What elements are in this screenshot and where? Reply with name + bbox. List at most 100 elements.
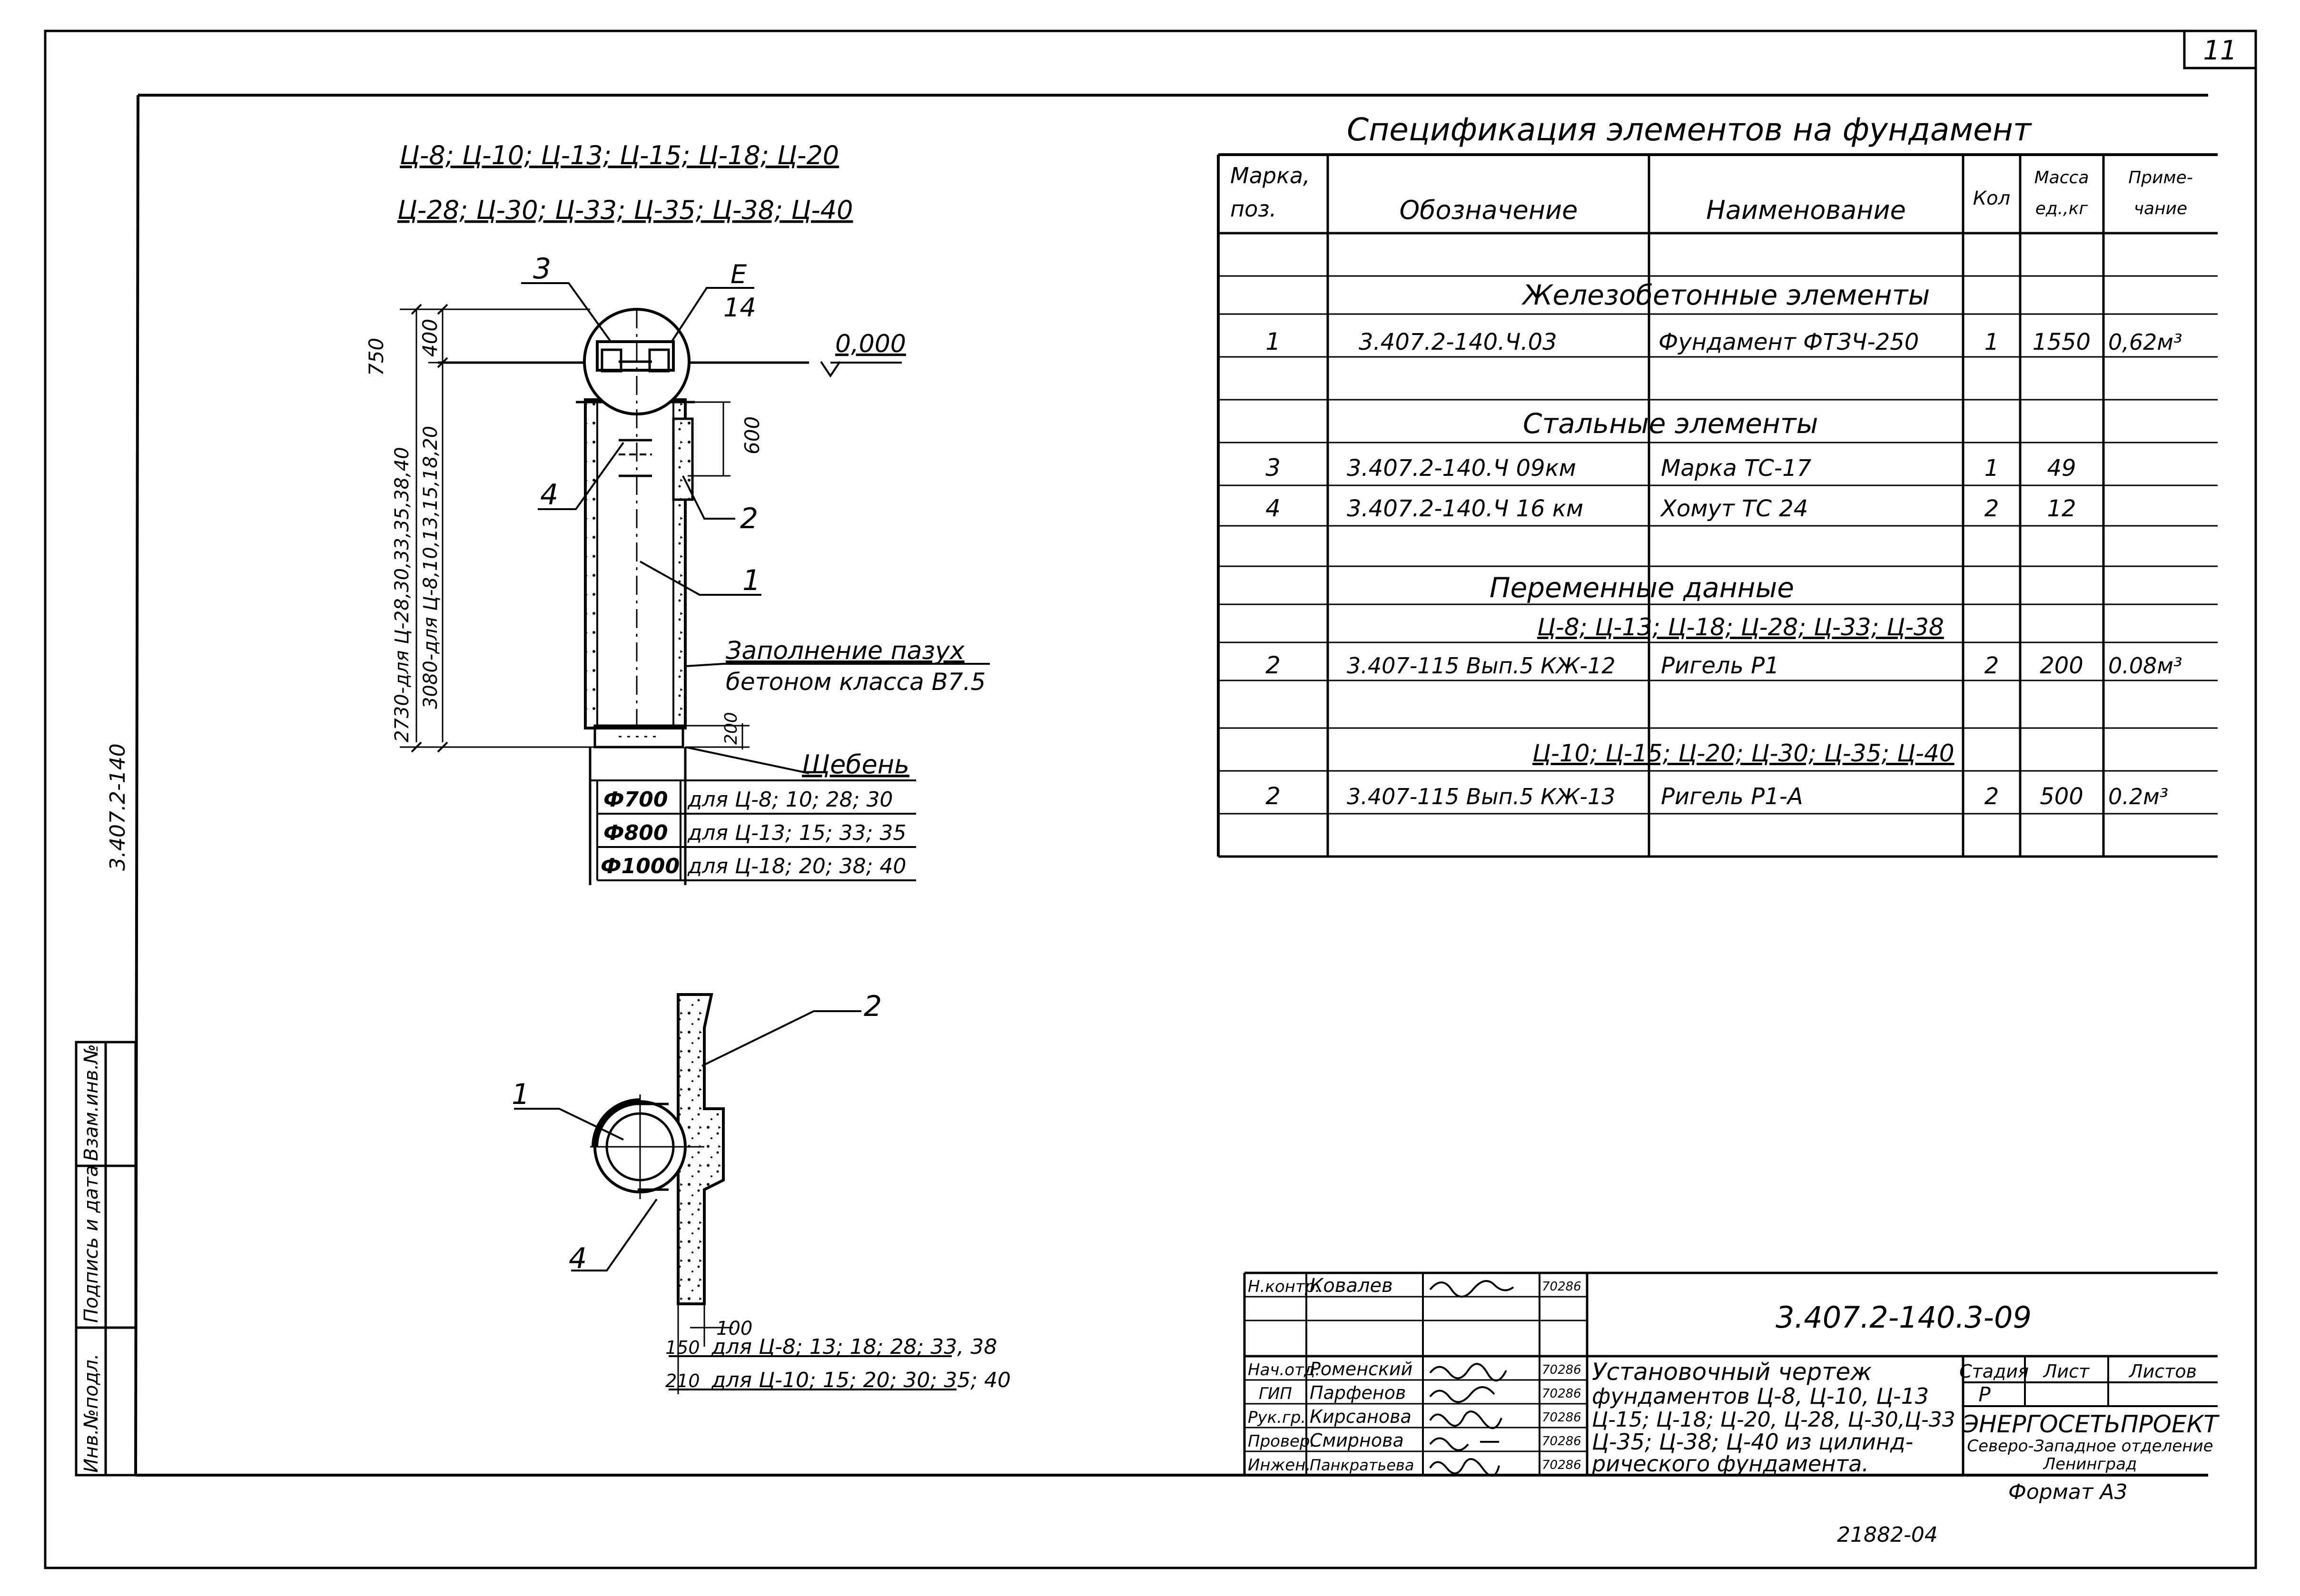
spec-row-4-designation: 3.407-115 Вып.5 КЖ-12: [1347, 653, 1616, 679]
stage-label: Стадия: [1959, 1361, 2029, 1382]
spec-row-4-mass: 200: [2040, 652, 2083, 679]
person-0-role: Н.контр.: [1248, 1277, 1320, 1296]
gravel-label: Щебень: [802, 749, 909, 779]
spec-row-3-qty: 2: [1984, 495, 1999, 522]
spec-row-4-qty: 2: [1984, 652, 1999, 679]
stamp-signature-label: Подпись и дата: [80, 1165, 102, 1323]
person-5-role: Инжен.: [1248, 1456, 1311, 1475]
title-line-4: Ц-35; Ц-38; Ц-40 из цилинд-: [1592, 1429, 1913, 1455]
plan-position-1: 1: [512, 1078, 530, 1111]
spec-header-note-2: чание: [2134, 199, 2187, 218]
spec-table-grid: [1217, 153, 2218, 858]
spec-row-1-mark: 1: [1265, 328, 1281, 355]
person-3-name: Кирсанова: [1310, 1406, 1412, 1427]
diameter-800: Ф800: [603, 821, 668, 845]
person-0-signature: [1429, 1280, 1514, 1298]
callout-e-label: Е: [730, 259, 747, 289]
person-4-role: Провер.: [1248, 1432, 1315, 1451]
spec-row-2-qty: 1: [1984, 455, 1999, 482]
spec-row-4-name: Ригель Р1: [1661, 652, 1779, 679]
spec-row-2-mass: 49: [2047, 455, 2076, 482]
pile-elevation: [400, 282, 990, 885]
person-3-date: 70286: [1542, 1410, 1581, 1425]
dim-200: 200: [721, 712, 741, 745]
callout-14-label: 14: [723, 293, 756, 323]
diameter-1000-note: для Ц-18; 20; 38; 40: [687, 854, 906, 878]
person-2-role: ГИП: [1259, 1384, 1292, 1403]
title-line-1: Установочный чертеж: [1592, 1358, 1872, 1386]
spec-row-1-note: 0,62м³: [2108, 329, 2182, 355]
spec-title: Спецификация элементов на фундамент: [1347, 111, 2033, 148]
spec-row-4-note: 0.08м³: [2108, 653, 2182, 679]
document-code: 3.407.2-140.3-09: [1776, 1300, 2032, 1335]
person-1-signature: [1429, 1363, 1507, 1382]
title-line-3: Ц-15; Ц-18; Ц-20, Ц-28, Ц-30,Ц-33: [1592, 1408, 1955, 1432]
spec-header-mark-1: Марка,: [1230, 163, 1310, 188]
spec-header-mark-2: поз.: [1230, 196, 1276, 222]
organization-name: ЭНЕРГОСЕТЬПРОЕКТ: [1962, 1410, 2220, 1438]
person-4-signature: [1429, 1437, 1499, 1451]
spec-row-3-mark: 4: [1265, 494, 1281, 522]
format-label: Формат А3: [2008, 1480, 2128, 1504]
dim-400: 400: [418, 319, 442, 357]
diameter-700-note: для Ц-8; 10; 28; 30: [687, 788, 893, 812]
organization-branch: Северо-Западное отделение: [1967, 1437, 2213, 1456]
spec-row-1-name: Фундамент ФТЗЧ-250: [1658, 329, 1919, 355]
plan-dim-150: 150: [665, 1337, 700, 1358]
dim-750: 750: [365, 338, 388, 376]
spec-subsection-a: Ц-8; Ц-13; Ц-18; Ц-28; Ц-33; Ц-38: [1537, 613, 1944, 641]
spec-header-note-1: Приме-: [2128, 168, 2193, 187]
person-1-name: Роменский: [1310, 1359, 1412, 1379]
plan-dim-100: 100: [716, 1318, 752, 1340]
spec-section-reinforced-concrete: Железобетонные элементы: [1521, 279, 1930, 311]
spec-row-5-name: Ригель Р1-А: [1661, 783, 1803, 810]
spec-row-1-qty: 1: [1984, 329, 1999, 355]
spec-row-3-name: Хомут ТС 24: [1659, 495, 1808, 522]
archive-number: 21882-04: [1837, 1523, 1938, 1547]
spec-row-1-designation: 3.407.2-140.Ч.03: [1359, 329, 1557, 355]
diameter-800-note: для Ц-13; 15; 33; 35: [687, 821, 906, 845]
spec-row-3-mass: 12: [2047, 495, 2076, 522]
person-2-date: 70286: [1542, 1387, 1581, 1401]
sheet-frame: [44, 30, 2257, 1569]
plan-position-2: 2: [864, 990, 882, 1023]
spec-row-2-mark: 3: [1265, 454, 1281, 482]
person-2-signature: [1429, 1386, 1495, 1403]
person-4-name: Смирнова: [1310, 1430, 1404, 1451]
spec-row-5-note: 0.2м³: [2108, 784, 2168, 809]
diameter-1000: Ф1000: [601, 854, 680, 878]
left-stamp: [75, 1041, 137, 1477]
person-5-name: Панкратьева: [1310, 1456, 1414, 1474]
plan-dim-210: 210: [665, 1370, 700, 1391]
person-1-role: Нач.отд.: [1248, 1360, 1320, 1379]
plan-note-1: для Ц-8; 13; 18; 28; 33, 38: [711, 1335, 997, 1359]
spec-row-5-designation: 3.407-115 Вып.5 КЖ-13: [1347, 784, 1616, 809]
title-block-grid: [1243, 1271, 2218, 1475]
fill-note-line-1: Заполнение пазух: [726, 637, 965, 665]
spec-row-5-mark: 2: [1265, 782, 1281, 810]
spec-row-2-name: Марка ТС-17: [1661, 455, 1812, 482]
spec-section-variable-data: Переменные данные: [1490, 571, 1794, 604]
title-line-5: рического фундамента.: [1591, 1451, 1869, 1477]
person-0-name: Ковалев: [1310, 1275, 1393, 1297]
spec-row-1-mass: 1550: [2033, 329, 2091, 355]
diameter-700: Ф700: [603, 788, 668, 812]
page-number: 11: [2203, 35, 2237, 66]
person-2-name: Парфенов: [1310, 1382, 1406, 1403]
marks-line-2: Ц-28; Ц-30; Ц-33; Ц-35; Ц-38; Ц-40: [397, 195, 853, 225]
spec-header-qty: Кол: [1973, 187, 2010, 209]
stage-value: Р: [1978, 1383, 1991, 1406]
dim-600: 600: [740, 416, 764, 454]
fill-note-line-2: бетоном класса В7.5: [726, 668, 986, 696]
spec-row-3-designation: 3.407.2-140.Ч 16 км: [1347, 495, 1583, 522]
plan-position-4: 4: [569, 1242, 587, 1275]
spec-header-name: Наименование: [1706, 195, 1906, 225]
level-label: 0,000: [835, 330, 906, 358]
spec-subsection-b: Ц-10; Ц-15; Ц-20; Ц-30; Ц-35; Ц-40: [1532, 739, 1955, 767]
spec-row-5-qty: 2: [1984, 783, 1999, 810]
person-3-role: Рук.гр.: [1248, 1408, 1306, 1427]
position-2-label: 2: [740, 502, 758, 535]
dim-2730: 2730-для Ц-28,30,33,35,38,40: [391, 447, 413, 742]
plan-view: [514, 993, 957, 1394]
